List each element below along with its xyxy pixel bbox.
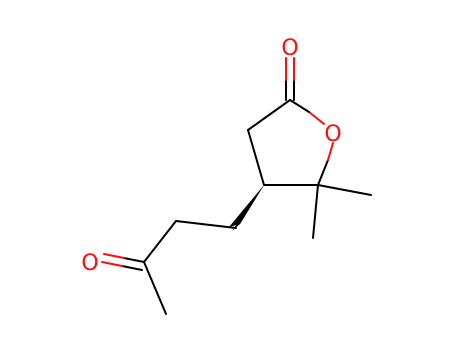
bond-ketone-1a	[123, 257, 145, 263]
bond-c3-c4	[247, 129, 265, 186]
carbonyl-oxygen-label: O	[281, 36, 298, 61]
bond-chain-methyl	[143, 261, 167, 315]
ketone-oxygen-label: O	[81, 251, 98, 276]
bond-c5-o1-b	[327, 142, 334, 161]
bond-c5-methyl-b	[312, 184, 319, 239]
bond-ketone-1b	[103, 253, 125, 259]
bond-o1-c2-b	[289, 99, 310, 113]
bond-ketone-2b	[101, 261, 123, 267]
bond-chain-1	[175, 220, 237, 229]
bond-c2-c3	[247, 99, 291, 131]
bond-o1-c2-a	[308, 111, 325, 125]
bond-ketone-2a	[121, 265, 143, 271]
bond-c5-o1-a	[317, 159, 329, 186]
bond-chain-2	[143, 220, 177, 263]
ring-oxygen-label: O	[324, 122, 341, 147]
wedge-bond-c4-b	[229, 185, 264, 227]
bond-c5-methyl-a	[317, 184, 372, 196]
